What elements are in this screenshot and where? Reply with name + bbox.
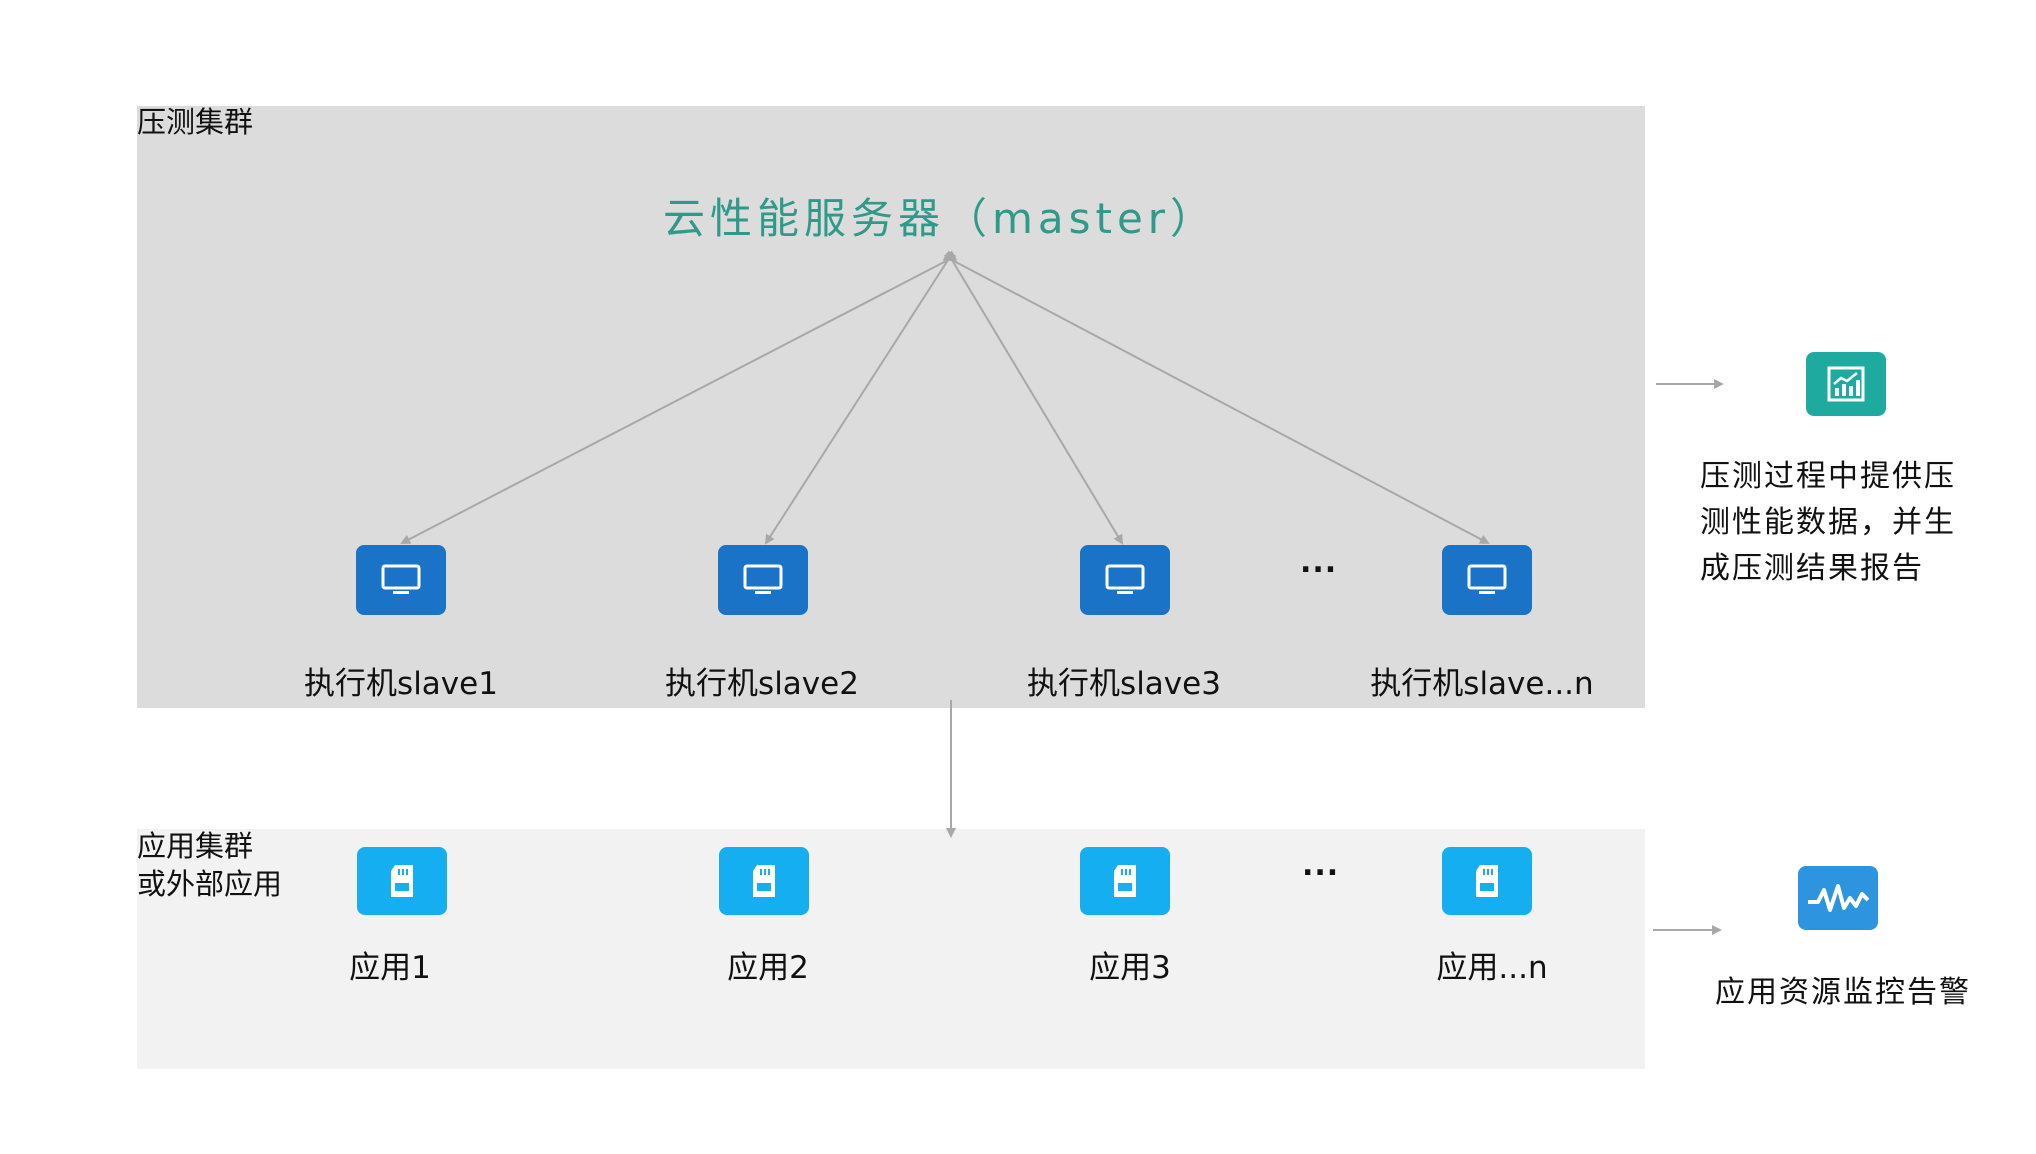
slave-label-3: 执行机slave3 — [1027, 666, 1221, 702]
slave-label-n: 执行机slave...n — [1370, 666, 1594, 702]
application-cluster-label: 应用集群 或外部应用 — [137, 829, 283, 901]
arrow-master-slave1 — [400, 251, 958, 544]
memory-card-icon — [391, 865, 413, 897]
app-label-1: 应用1 — [349, 950, 431, 986]
slave-node-3 — [1080, 545, 1170, 615]
slave-node-2 — [718, 545, 808, 615]
monitor-icon — [381, 564, 421, 594]
load-test-cluster-label: 压测集群 — [137, 105, 254, 139]
app-ellipsis: ... — [1302, 848, 1340, 883]
memory-card-icon — [753, 865, 775, 897]
monitor-icon — [1467, 564, 1507, 594]
slave-label-2: 执行机slave2 — [665, 666, 859, 702]
slave-node-1 — [356, 545, 446, 615]
monitor-icon — [1105, 564, 1145, 594]
arrow-master-slaven — [942, 251, 1490, 544]
slave-label-1: 执行机slave1 — [304, 666, 498, 702]
chart-report-icon — [1827, 366, 1865, 402]
monitor-icon — [743, 564, 783, 594]
master-server-title: 云性能服务器（master） — [662, 194, 1218, 243]
app-node-3 — [1080, 847, 1170, 915]
resource-monitor-badge — [1798, 866, 1878, 930]
slave-ellipsis: ... — [1300, 545, 1338, 580]
app-label-3: 应用3 — [1089, 950, 1171, 986]
performance-report-text: 压测过程中提供压 测性能数据，并生 成压测结果报告 — [1700, 459, 1956, 586]
memory-card-icon — [1476, 865, 1498, 897]
app-label-2: 应用2 — [727, 950, 809, 986]
app-node-n — [1442, 847, 1532, 915]
memory-card-icon — [1114, 865, 1136, 897]
app-node-1 — [357, 847, 447, 915]
app-label-n: 应用...n — [1436, 950, 1548, 986]
resource-monitor-text: 应用资源监控告警 — [1715, 975, 1971, 1010]
performance-report-badge — [1806, 352, 1886, 416]
app-node-2 — [719, 847, 809, 915]
arrow-master-slave3 — [943, 250, 1124, 545]
pulse-monitor-icon — [1808, 884, 1870, 912]
slave-node-n — [1442, 545, 1532, 615]
arrow-master-slave2 — [764, 250, 957, 545]
